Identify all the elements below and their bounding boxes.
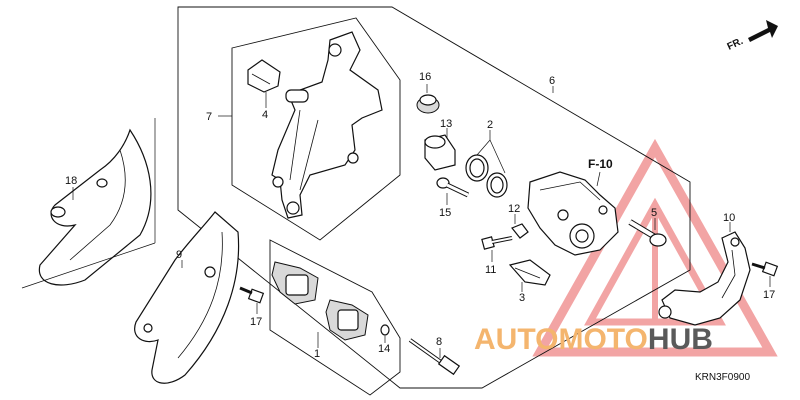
callout-5: 5 [651, 207, 657, 219]
callout-13: 13 [440, 118, 452, 130]
callout-12: 12 [508, 203, 520, 215]
callout-15: 15 [439, 207, 451, 219]
guard-plate-part [134, 211, 240, 384]
bracket-frame [231, 17, 401, 241]
mounting-arm-part [658, 222, 751, 326]
callout-10: 10 [723, 212, 735, 224]
callout-4: 4 [262, 109, 268, 121]
slide-pin-part [628, 218, 667, 247]
bolt-part-17-right [751, 261, 779, 287]
callout-8: 8 [436, 336, 442, 348]
seal-ring-part [380, 324, 390, 343]
callout-9: 9 [176, 249, 182, 261]
disc-guard-part [21, 118, 156, 289]
diagram-code: KRN3F0900 [695, 372, 750, 383]
callout-3: 3 [519, 292, 525, 304]
bleeder-cap-part [416, 84, 440, 114]
caliper-bracket-part [271, 31, 383, 219]
brake-pads-part [271, 261, 369, 341]
callout-7: 7 [206, 111, 212, 123]
callout-18: 18 [65, 175, 77, 187]
callout-1: 1 [314, 348, 320, 360]
bleeder-screw-part [436, 177, 470, 205]
pad-frame [269, 239, 401, 396]
pad-pin-part [408, 338, 461, 376]
callout-16: 16 [419, 71, 431, 83]
callout-2: 2 [487, 119, 493, 131]
pad-retainer-part [508, 259, 551, 292]
caliper-body-part [527, 86, 619, 256]
pad-spring-part [247, 59, 281, 108]
piston-seals-part [465, 130, 508, 198]
callout-17-left: 17 [250, 316, 262, 328]
reference-label: F-10 [588, 157, 613, 171]
piston-part [424, 128, 456, 171]
watermark-text: AUTOMOTOHUB [474, 323, 713, 356]
watermark-part1: AUTOMOTO [474, 323, 648, 356]
callout-14: 14 [378, 343, 390, 355]
callout-17-right: 17 [763, 289, 775, 301]
bolt-part-17-left [239, 286, 265, 314]
direction-label: FR. [726, 36, 745, 53]
watermark-part2: HUB [648, 323, 713, 356]
callout-11: 11 [485, 264, 496, 276]
front-direction-arrow [748, 20, 778, 42]
pin-plug-part [511, 214, 529, 239]
bolt-part-11 [481, 236, 513, 262]
callout-6: 6 [549, 75, 555, 87]
